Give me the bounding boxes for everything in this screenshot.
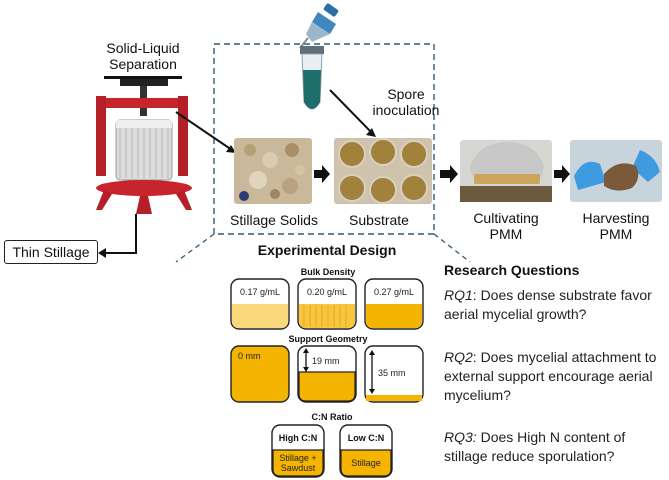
cn-ratio-title: C:N Ratio (311, 412, 353, 422)
separation-bar (104, 76, 182, 79)
rq2-label: RQ2 (444, 349, 473, 365)
support-geometry-value: 35 mm (378, 368, 406, 378)
cultivating-label-line2: PMM (489, 226, 523, 242)
bulk-density-value: 0.17 g/mL (239, 287, 281, 297)
research-questions-title: Research Questions (444, 262, 580, 278)
spore-label-line1: Spore (387, 86, 425, 102)
arrow-thin-stillage (104, 214, 137, 254)
support-geometry-title: Support Geometry (288, 334, 368, 344)
rq3-text: RQ3: Does High N content of stillage red… (444, 428, 664, 466)
arrow-solids-to-substrate (314, 165, 330, 183)
harvesting-label-line2: PMM (599, 226, 633, 242)
bulk-density-value: 0.20 g/mL (306, 287, 348, 297)
bulk-density-value: 0.27 g/mL (373, 287, 415, 297)
substrate-label: Substrate (349, 212, 409, 228)
separation-label-line1: Solid-Liquid (106, 40, 180, 56)
spore-label-line2: inoculation (372, 102, 440, 118)
rq3-label: RQ3: (444, 429, 477, 445)
separation-label-line2: Separation (109, 56, 177, 72)
support-geometry-value: 19 mm (312, 356, 340, 366)
cn-ratio-containers (271, 424, 393, 478)
rq2-text: RQ2: Does mycelial attachment to externa… (444, 348, 666, 405)
substrate-photo (334, 138, 432, 204)
pipette-icon (299, 3, 339, 49)
harvesting-photo (570, 140, 662, 202)
rq1-text: RQ1: Does dense substrate favor aerial m… (444, 286, 664, 324)
support-geometry-value: 0 mm (238, 351, 261, 361)
stillage-solids-label: Stillage Solids (230, 212, 318, 228)
rq1-label: RQ1 (444, 287, 473, 303)
high-cn-label: High C:N (278, 433, 318, 443)
stillage-solids-photo (234, 138, 312, 204)
rq3-body: Does High N content of stillage reduce s… (444, 429, 626, 464)
arrow-substrate-to-cultivating (440, 165, 458, 183)
spore-tube-icon (300, 46, 324, 110)
harvesting-label-line1: Harvesting (582, 210, 650, 226)
rq2-body: : Does mycelial attachment to external s… (444, 349, 657, 403)
experimental-design-title: Experimental Design (257, 242, 397, 258)
spore-inoculation-label: Spore inoculation (362, 86, 450, 118)
high-cn-content: Stillage + Sawdust (272, 453, 324, 473)
bulk-density-containers (230, 278, 424, 330)
process-dashed-box (213, 43, 435, 235)
arrow-tube-to-substrate (329, 89, 373, 134)
press-icon (96, 78, 192, 214)
dashed-connector-right (433, 233, 471, 263)
rq1-body: : Does dense substrate favor aerial myce… (444, 287, 652, 322)
high-cn-content-line2: Sawdust (280, 463, 316, 473)
support-geometry-containers (230, 345, 424, 403)
arrow-cultivating-to-harvesting (554, 165, 570, 183)
high-cn-content-line1: Stillage + (279, 453, 317, 463)
arrow-press-to-solids (175, 111, 233, 151)
cultivating-photo (460, 140, 552, 202)
cultivating-label-line1: Cultivating (473, 210, 539, 226)
low-cn-content: Stillage (351, 458, 381, 468)
thin-stillage-box: Thin Stillage (4, 240, 98, 264)
bulk-density-title: Bulk Density (300, 267, 356, 277)
low-cn-label: Low C:N (347, 433, 385, 443)
separation-label: Solid-Liquid Separation (88, 40, 198, 72)
dashed-connector-left (175, 233, 215, 263)
harvesting-label: Harvesting PMM (568, 210, 664, 242)
cultivating-label: Cultivating PMM (458, 210, 554, 242)
